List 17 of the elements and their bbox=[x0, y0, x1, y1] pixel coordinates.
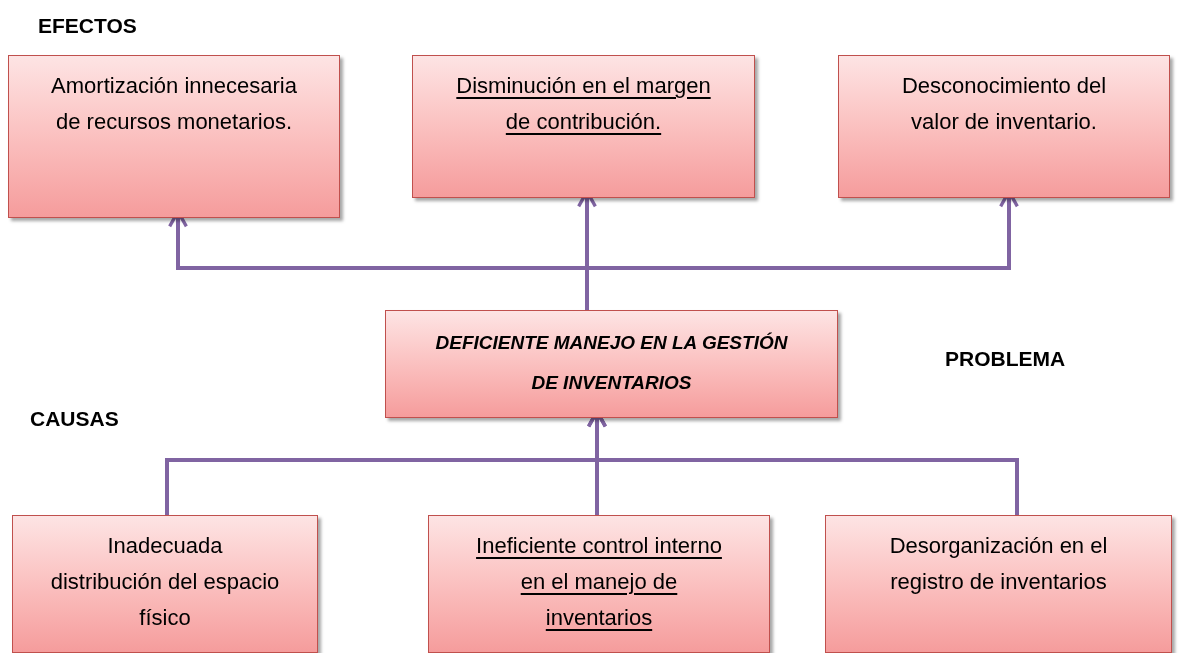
box-text: Ineficiente control interno en el manejo de inventarios bbox=[475, 532, 723, 632]
text-box bbox=[12, 515, 318, 653]
text-box bbox=[428, 515, 770, 653]
box-text: Desconocimiento del valor de inventario. bbox=[900, 72, 1108, 136]
section-heading: PROBLEMA bbox=[945, 346, 1066, 372]
box-text: Desorganización en el registro de inventarios bbox=[888, 532, 1109, 596]
box-text: Amortización innecesaria de recursos monetarios. bbox=[50, 72, 298, 136]
text-box bbox=[838, 55, 1170, 198]
problem-box bbox=[385, 310, 838, 418]
problem-statement: DEFICIENTE MANEJO EN LA GESTIÓN DE INVENTARIOS bbox=[434, 331, 789, 395]
text-box bbox=[8, 55, 340, 218]
section-heading: EFECTOS bbox=[38, 13, 137, 39]
box-text: Inadecuada distribución del espacio físico bbox=[49, 532, 281, 632]
section-heading: CAUSAS bbox=[30, 406, 119, 432]
box-text: Disminución en el margen de contribución. bbox=[455, 72, 712, 136]
text-box bbox=[412, 55, 755, 198]
text-box bbox=[825, 515, 1172, 653]
